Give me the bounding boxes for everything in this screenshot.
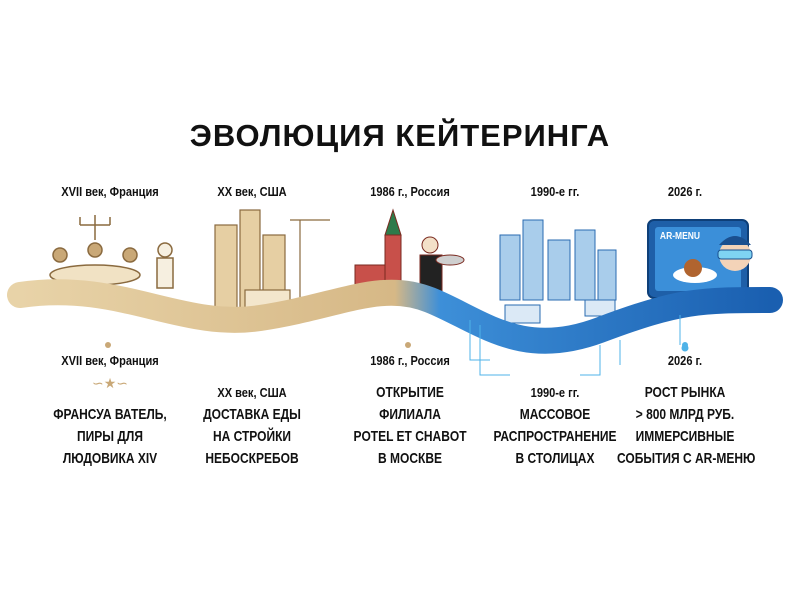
ar-menu-label: AR-MENU: [659, 231, 701, 242]
description-line: ФИЛИАЛА: [379, 406, 441, 423]
banquet-illustration: [49, 215, 174, 289]
page-title: ЭВОЛЮЦИЯ КЕЙТЕРИНГА: [189, 118, 611, 153]
description-line: НА СТРОЙКИ: [212, 428, 292, 445]
description-line: ДОСТАВКА ЕДЫ: [203, 406, 301, 423]
top-label-2: XX век, США: [217, 184, 287, 199]
modern-city-illustration: [499, 219, 617, 324]
description-line: POTEL ET CHABOT: [353, 428, 467, 445]
ar-tablet-illustration: [647, 219, 762, 300]
description-line: РОСТ РЫНКА: [644, 384, 726, 401]
timeline-wave: [7, 279, 783, 354]
bottom-label-3: 1986 г., Россия: [370, 353, 450, 368]
description-3: ОТКРЫТИЕ ФИЛИАЛА POTEL ET CHABOT В МОСКВ…: [342, 382, 478, 470]
description-line: СОБЫТИЯ С AR-МЕНЮ: [617, 450, 756, 467]
description-1: ФРАНСУА ВАТЕЛЬ, ПИРЫ ДЛЯ ЛЮДОВИКА XIV: [42, 404, 178, 470]
bottom-label-4: 1990-е гг.: [530, 385, 580, 400]
bottom-label-5: 2026 г.: [667, 353, 703, 368]
top-label-1: XVII век, Франция: [61, 184, 159, 199]
top-label-5: 2026 г.: [667, 184, 703, 199]
description-line: НЕБОСКРЕБОВ: [205, 450, 299, 467]
description-line: > 800 МЛРД РУБ.: [635, 406, 735, 423]
bottom-label-1: XVII век, Франция: [61, 353, 159, 368]
top-label-4: 1990-е гг.: [530, 184, 580, 199]
description-line: ПИРЫ ДЛЯ: [77, 428, 143, 445]
svg-text:∽★∽: ∽★∽: [92, 376, 128, 392]
description-line: ИММЕРСИВНЫЕ: [635, 428, 735, 445]
top-label-3: 1986 г., Россия: [370, 184, 450, 199]
description-line: ОТКРЫТИЕ: [376, 384, 444, 401]
description-line: ЛЮДОВИКА XIV: [62, 450, 158, 467]
description-line: В МОСКВЕ: [378, 450, 442, 467]
description-2: ДОСТАВКА ЕДЫ НА СТРОЙКИ НЕБОСКРЕБОВ: [184, 404, 320, 470]
description-5: РОСТ РЫНКА > 800 МЛРД РУБ. ИММЕРСИВНЫЕ С…: [617, 382, 756, 470]
ornament-divider: ∽★∽: [92, 376, 128, 392]
description-line: ФРАНСУА ВАТЕЛЬ,: [53, 406, 167, 423]
bottom-label-2: XX век, США: [217, 385, 287, 400]
timeline-markers: [105, 342, 688, 348]
description-4: МАССОВОЕ РАСПРОСТРАНЕНИЕ В СТОЛИЦАХ: [487, 404, 623, 470]
description-line: МАССОВОЕ: [519, 406, 591, 423]
description-line: РАСПРОСТРАНЕНИЕ: [493, 428, 617, 445]
description-line: В СТОЛИЦАХ: [515, 450, 595, 467]
